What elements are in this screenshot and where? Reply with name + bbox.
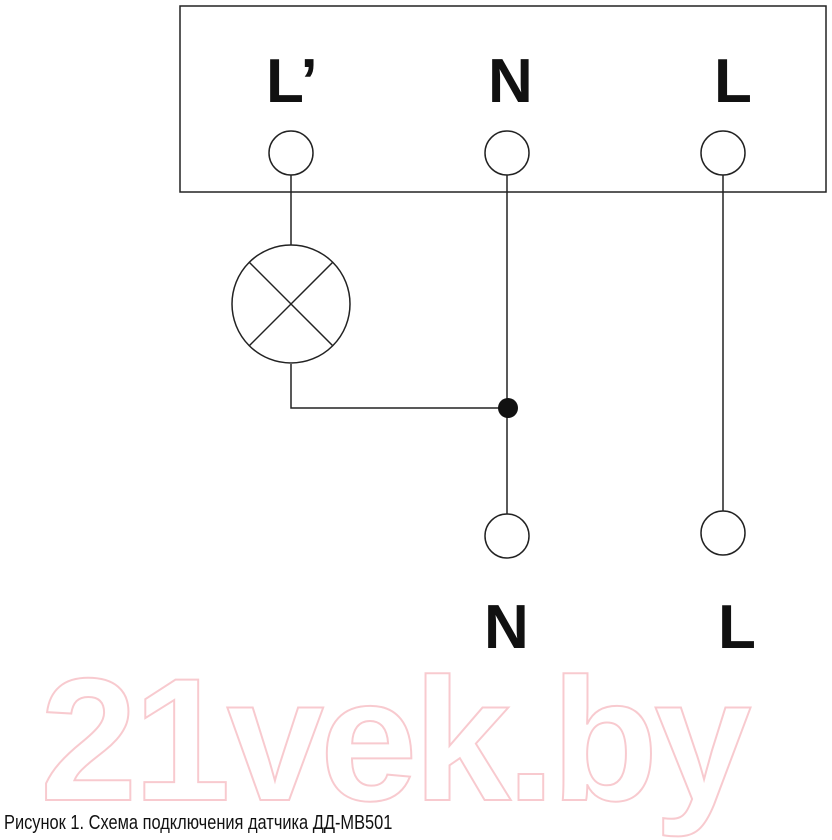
- svg-text:21vek.by: 21vek.by: [40, 643, 751, 838]
- terminal-label-l-prime: L’: [266, 47, 318, 116]
- output-label-l: L: [718, 593, 756, 662]
- terminal-label-n: N: [488, 47, 533, 116]
- terminal-n: [484, 130, 530, 176]
- lamp-icon: [231, 244, 351, 364]
- output-terminal-n: [484, 513, 530, 559]
- output-terminal-l: [700, 510, 746, 556]
- figure-caption: Рисунок 1. Схема подключения датчика ДД-…: [4, 812, 393, 834]
- wires: [290, 175, 724, 514]
- terminal-l: [700, 130, 746, 176]
- terminal-label-l: L: [714, 47, 752, 116]
- terminal-l-prime: [268, 130, 314, 176]
- wire-lamp-to-junction: [290, 364, 508, 409]
- junction-dot: [498, 398, 518, 418]
- device-housing: [179, 5, 827, 193]
- output-label-n: N: [484, 593, 529, 662]
